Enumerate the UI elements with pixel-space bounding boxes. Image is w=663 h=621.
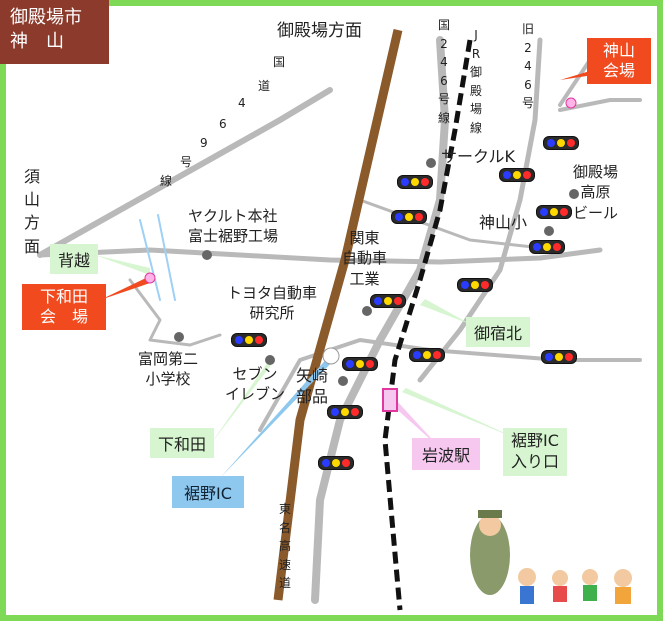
shimowada-venue-line1: 下和田: [39, 287, 88, 306]
route469-char-4: 9: [200, 136, 208, 150]
callout-pointers: [95, 68, 600, 478]
traffic-signal-icon: [370, 294, 406, 308]
title-line1: 御殿場市: [10, 7, 82, 28]
walking-family-illustration: [470, 510, 632, 604]
sekigoshi-tag: 背越: [50, 244, 99, 274]
toyota-label: トヨタ自動車研究所: [227, 284, 318, 323]
traffic-signal-icon: [327, 405, 363, 419]
route469-char-5: 号: [180, 155, 193, 169]
old246-road: [417, 37, 543, 383]
susono-direction-label: 須山方面: [23, 167, 40, 256]
kamiyama-venue-pin-icon: [565, 97, 577, 109]
traffic-signal-icon: [541, 350, 577, 364]
title-box: 御殿場市 神 山: [0, 0, 109, 64]
seven-eleven-dot-icon: [265, 355, 275, 365]
shimowada-tag: 下和田: [150, 428, 215, 458]
traffic-signal-icon: [543, 136, 579, 150]
traffic-signal-icon: [397, 175, 433, 189]
traffic-signal-icon: [536, 205, 572, 219]
tomioka-school-label: 富岡第二小学校: [138, 350, 199, 389]
route469-char-0: 国: [273, 55, 286, 69]
tomioka-school-dot-icon: [174, 332, 184, 342]
shimowada-venue-box: 下和田 会 場: [22, 284, 106, 330]
blue-stream: [139, 214, 176, 301]
traffic-signal-icon: [457, 278, 493, 292]
shimowada-venue-pin-icon: [144, 272, 156, 284]
circle-k-dot-icon: [426, 158, 436, 168]
tomei-expressway: [273, 28, 403, 601]
kogen-beer-dot-icon: [569, 189, 579, 199]
iwanami-station-icon: [382, 388, 398, 412]
shimowada-venue-line2: 会 場: [39, 307, 88, 326]
east-road: [558, 98, 642, 112]
tomei-expressway-label: 東名高速道: [278, 502, 291, 591]
local-loop: [128, 278, 222, 347]
route469-char-1: 道: [258, 79, 271, 93]
kamiyama-elementary-label: 神山小: [479, 213, 528, 232]
traffic-signal-icon: [342, 357, 378, 371]
traffic-signal-icon: [391, 210, 427, 224]
yakult-label: ヤクルト本社富士裾野工場: [188, 207, 279, 246]
route469-char-3: 6: [219, 117, 227, 131]
jr-line: [382, 39, 473, 611]
susono-ic-interchange-icon: [322, 347, 340, 365]
route469-char-6: 線: [160, 174, 173, 188]
kamiyama-elementary-dot-icon: [544, 226, 554, 236]
kanto-auto-dot-icon: [362, 306, 372, 316]
traffic-signal-icon: [409, 348, 445, 362]
gosyukukita-tag: 御宿北: [466, 317, 531, 347]
kamiyama-venue-line1: 神山: [602, 41, 635, 60]
title-line2: 神 山: [10, 31, 64, 52]
kogen-beer-label: 御殿場高原ビール: [573, 163, 619, 222]
yazaki-label: 矢崎部品: [296, 366, 329, 406]
traffic-signal-icon: [231, 333, 267, 347]
seven-eleven-label: セブンイレブン: [225, 365, 286, 404]
kamiyama-venue-box: 神山 会場: [587, 38, 651, 84]
traffic-signal-icon: [318, 456, 354, 470]
yazaki-dot-icon: [338, 376, 348, 386]
route469-char-2: 4: [238, 96, 246, 110]
kanto-auto-label: 関東自動車工業: [342, 229, 388, 288]
traffic-signal-icon: [529, 240, 565, 254]
route469-road: [37, 87, 333, 258]
gotemba-direction-label: 御殿場方面: [277, 21, 362, 41]
iwanami-station-tag: 岩波駅: [412, 438, 481, 470]
susono-ic-tag: 裾野IC: [172, 476, 244, 508]
traffic-signal-icon: [499, 168, 535, 182]
west-road: [37, 247, 603, 265]
yakult-dot-icon: [202, 250, 212, 260]
kamiyama-venue-line2: 会場: [602, 61, 635, 80]
circle-k-label: サークルK: [441, 147, 516, 166]
